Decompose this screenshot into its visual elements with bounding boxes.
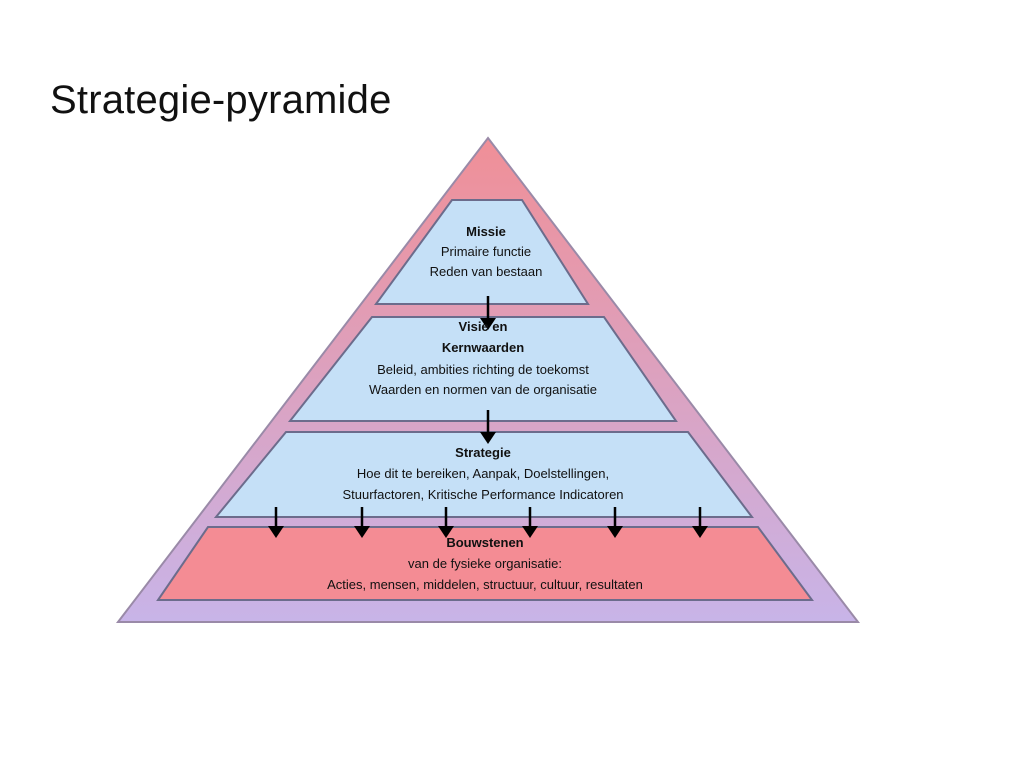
level-line: Stuurfactoren, Kritische Performance Ind…: [342, 487, 623, 502]
arrowhead-icon: [480, 432, 496, 444]
arrow-heads: [268, 318, 708, 538]
level-line: Beleid, ambities richting de toekomst: [377, 362, 589, 377]
level-box-strategie: [213, 431, 755, 518]
level-missie-text: Missie Primaire functie Reden van bestaa…: [430, 224, 543, 279]
arrowhead-icon: [354, 526, 370, 538]
level-line: Kernwaarden: [442, 340, 524, 355]
level-box-missie: [374, 199, 590, 305]
arrowhead-icon: [268, 526, 284, 538]
slide-title: Strategie-pyramide: [50, 78, 392, 122]
level-line: van de fysieke organisatie:: [408, 556, 562, 571]
arrowhead-icon: [480, 318, 496, 330]
level-heading: Strategie: [455, 445, 511, 460]
level-heading: Missie: [466, 224, 506, 239]
arrowhead-icon: [522, 526, 538, 538]
level-line: Primaire functie: [441, 244, 531, 259]
level-bouwstenen-text: Bouwstenen van de fysieke organisatie: A…: [327, 535, 643, 592]
level-strategie-text: Strategie Hoe dit te bereiken, Aanpak, D…: [342, 445, 623, 502]
level-box-bouwstenen: [156, 526, 814, 601]
arrowhead-icon: [438, 526, 454, 538]
level-line: Hoe dit te bereiken, Aanpak, Doelstellin…: [357, 466, 609, 481]
level-line: Reden van bestaan: [430, 264, 543, 279]
level-visie-text: Visie en Kernwaarden Beleid, ambities ri…: [369, 319, 597, 397]
level-heading: Bouwstenen: [446, 535, 523, 550]
arrowhead-icon: [607, 526, 623, 538]
level-line: Waarden en normen van de organisatie: [369, 382, 597, 397]
level-box-visie: [287, 316, 678, 422]
level-line: Acties, mensen, middelen, structuur, cul…: [327, 577, 643, 592]
level-heading: Visie en: [459, 319, 508, 334]
arrowhead-icon: [692, 526, 708, 538]
